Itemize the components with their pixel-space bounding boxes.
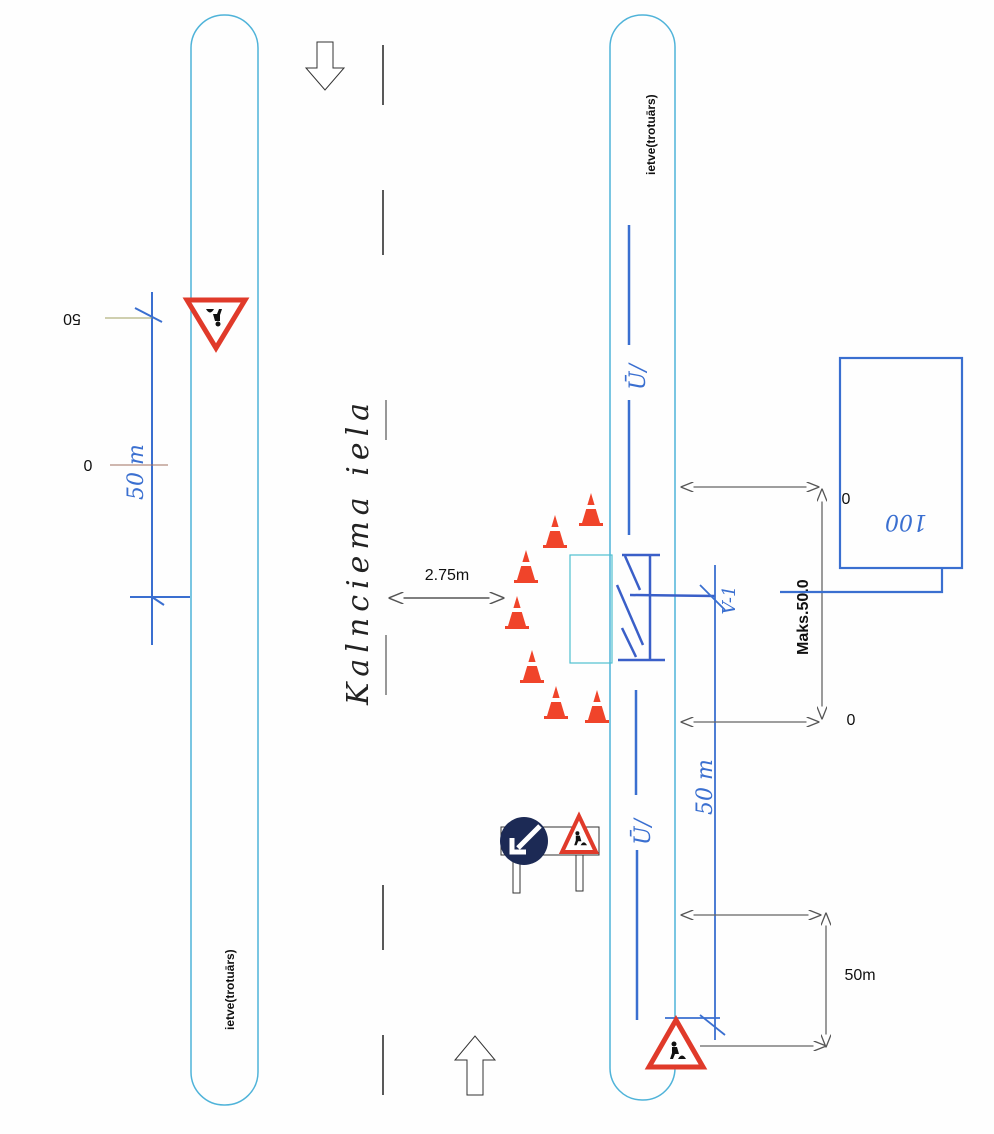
left-dimension — [130, 292, 190, 645]
left-dimension-length-label: 50 m — [124, 444, 149, 500]
road-works-sign-icon — [182, 297, 250, 353]
max-dimension — [682, 487, 822, 722]
equipment-box — [780, 356, 964, 594]
sidewalk-left-label: ietve(trotuārs) — [223, 949, 237, 1030]
street-name: Kalnciema iela — [341, 397, 376, 706]
traffic-cone-icon — [520, 650, 544, 683]
traffic-cone-icon — [514, 550, 538, 583]
left-dimension-mid-label: 0 — [84, 458, 93, 475]
zero-bottom-label: 0 — [847, 712, 856, 729]
left-dimension-top-label: 50 — [63, 310, 81, 327]
lane-mark-label: Ū/ — [624, 361, 651, 390]
sidewalk-right — [609, 14, 676, 1101]
right-dimension — [665, 565, 726, 1040]
sign-distance-label: 50m — [844, 967, 875, 984]
lane-width-label: 2.75m — [425, 567, 469, 584]
max-label: Maks.50.0 — [795, 579, 812, 655]
work-zone — [569, 554, 613, 664]
traffic-cone-icon — [505, 596, 529, 629]
arrow-up-outline-icon — [453, 1035, 497, 1096]
sign-distance — [682, 914, 826, 1046]
sidewalk-right-label: ietve(trotuārs) — [644, 94, 658, 175]
traffic-cone-icon — [579, 493, 603, 526]
road-works-sign-icon — [644, 1014, 708, 1070]
traffic-cone-icon — [544, 686, 568, 719]
traffic-cone-icon — [543, 515, 567, 548]
lane-marking — [627, 225, 639, 1020]
right-dimension-length-label: 50 m — [693, 759, 718, 815]
marker-label: V-1 — [719, 586, 740, 615]
sidewalk-left — [190, 14, 259, 1106]
keep-left-and-works-sign — [500, 811, 600, 894]
box-label: 100 — [885, 509, 927, 534]
zero-top-label: 0 — [842, 491, 851, 508]
traffic-cone-icon — [585, 690, 609, 723]
lane-mark-label: Ū/ — [629, 816, 656, 845]
barrier — [615, 553, 716, 662]
traffic-cones — [505, 493, 609, 723]
arrow-down-outline-icon — [304, 41, 346, 91]
